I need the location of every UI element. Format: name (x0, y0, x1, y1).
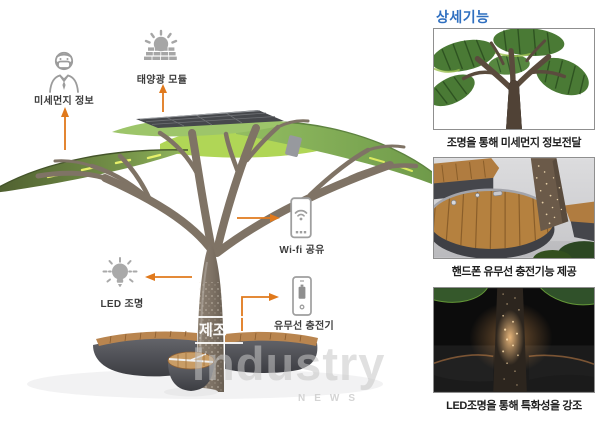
stool (168, 361, 214, 391)
feature-label-led: LED 조명 (100, 299, 144, 310)
sidebar-figure-1: 조명을 통해 미세먼지 정보전달 (433, 28, 595, 150)
arrow-charger (241, 293, 279, 331)
phone-wifi-icon (290, 197, 312, 239)
figure-caption: 조명을 통해 미세먼지 정보전달 (446, 137, 582, 149)
led-night-photo (433, 287, 595, 393)
person-mask-icon (49, 51, 79, 93)
figure-caption: LED조명을 통해 특화성을 강조 (446, 400, 582, 412)
feature-label-solar: 태양광 모듈 (136, 75, 188, 86)
left-leaf-canopy (0, 149, 189, 193)
sidebar-title: 상세기능 (436, 9, 490, 25)
feature-label-wifi: Wi-fi 공유 (279, 245, 325, 256)
arrow-wifi (237, 214, 280, 222)
solar-module-icon (144, 29, 178, 60)
callout-arrows (61, 84, 280, 331)
led-bulb-icon (102, 257, 138, 287)
top-leaf-canopy (112, 110, 292, 137)
watermark-sub: NEWS (298, 393, 364, 404)
bench-charger-photo (433, 157, 595, 259)
feature-label-dust: 미세먼지 정보 (33, 96, 95, 107)
phone-battery-icon (292, 276, 312, 316)
figure-caption: 핸드폰 유무선 충전기능 제공 (451, 266, 577, 278)
sidebar-figure-2: 핸드폰 유무선 충전기능 제공 (433, 157, 595, 279)
watermark-brand: 제조 (195, 316, 243, 344)
watermark-word: Industry (192, 337, 386, 390)
canopy-underside-photo (433, 28, 595, 130)
sidebar-figure-3: LED조명을 통해 특화성을 강조 (433, 287, 595, 413)
equipment-box (285, 135, 302, 157)
arrow-solar (159, 84, 167, 112)
arrow-led (145, 273, 192, 281)
smart-tree-illustration (0, 84, 432, 399)
feature-label-charger: 유무선 충전기 (273, 321, 335, 332)
arrow-dust (61, 107, 69, 150)
benches (93, 330, 318, 397)
